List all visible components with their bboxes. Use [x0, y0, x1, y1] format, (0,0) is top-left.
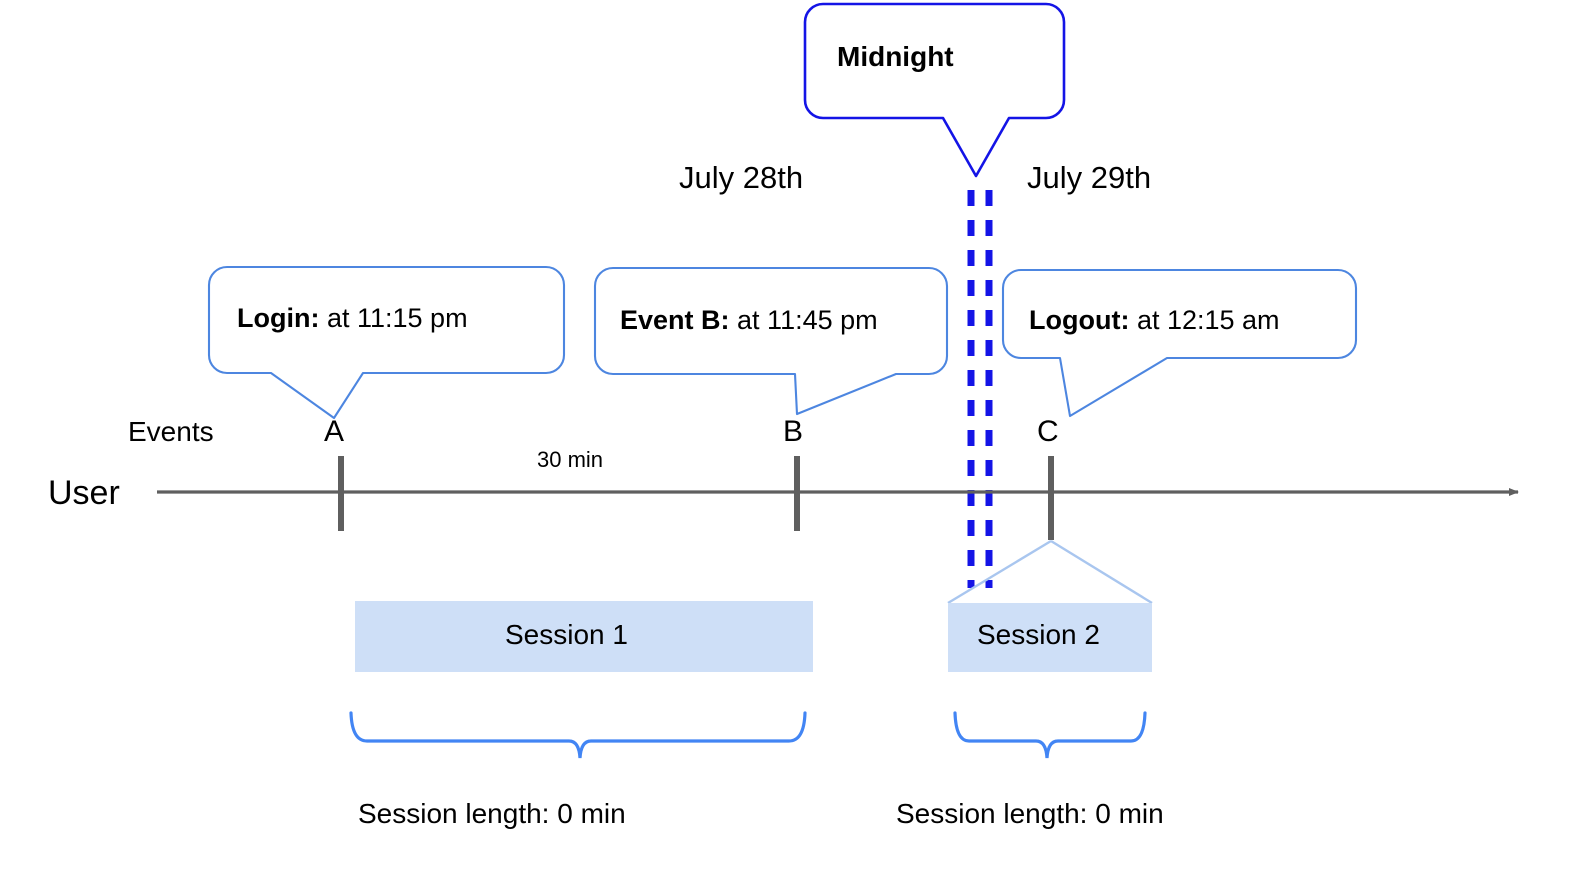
midnight-dashed-lines — [967, 190, 993, 588]
midnight-callout-shape — [803, 2, 1066, 178]
session-2-brace — [953, 711, 1147, 759]
session-2-length-label: Session length: 0 min — [896, 798, 1164, 829]
session-1-length-label: Session length: 0 min — [358, 798, 626, 829]
callout-a-shape — [207, 265, 566, 420]
callout-a-title: Login: — [237, 303, 320, 333]
callout-c-shape — [1001, 268, 1358, 418]
session-2-label: Session 2 — [977, 619, 1100, 650]
session-1-brace — [349, 711, 807, 759]
callout-c-detail: at 12:15 am — [1129, 305, 1280, 335]
callout-c-text: Logout: at 12:15 am — [1029, 305, 1280, 336]
tick-label-a: A — [324, 415, 345, 448]
callout-c-title: Logout: — [1029, 305, 1130, 335]
row-label-user: User — [48, 474, 120, 512]
session-1-label: Session 1 — [505, 619, 628, 650]
callout-b-detail: at 11:45 pm — [729, 305, 878, 335]
tick-marks — [338, 456, 1054, 540]
session-2-bar — [948, 603, 1152, 672]
callout-b-title: Event B: — [620, 305, 730, 335]
callout-a-detail: at 11:15 pm — [319, 303, 468, 333]
callout-a-text: Login: at 11:15 pm — [237, 303, 468, 334]
midnight-label: Midnight — [837, 41, 954, 72]
date-label-july-28: July 28th — [679, 160, 804, 195]
row-label-events: Events — [128, 416, 214, 447]
duration-label-30-min: 30 min — [537, 447, 604, 472]
session2-guide-lines — [947, 539, 1153, 605]
session-bars — [355, 601, 1152, 672]
tick-label-b: B — [783, 415, 804, 448]
date-label-july-29: July 29th — [1027, 160, 1152, 195]
session-1-bar — [355, 601, 813, 672]
callout-b-text: Event B: at 11:45 pm — [620, 305, 878, 336]
callout-b-shape — [593, 266, 949, 416]
tick-label-c: C — [1037, 415, 1059, 448]
